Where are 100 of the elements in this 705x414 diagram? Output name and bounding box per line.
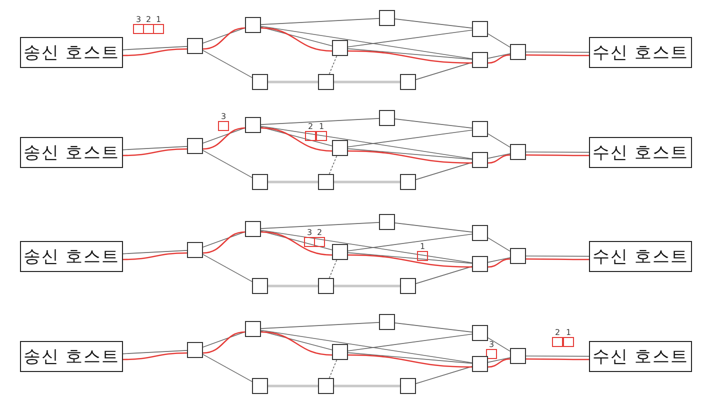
packet-route-line xyxy=(122,48,188,56)
router-box xyxy=(318,74,334,90)
packet-number: 3 xyxy=(220,112,226,121)
packet-route-line xyxy=(260,231,332,256)
router-box xyxy=(318,378,334,394)
network-link xyxy=(488,257,510,263)
packet-number: 2 xyxy=(308,122,314,131)
packet-route-line xyxy=(348,150,472,164)
network-link xyxy=(348,148,472,160)
network-link xyxy=(416,62,472,80)
host-box: 수신 호스트 xyxy=(589,137,692,168)
network-link xyxy=(260,330,472,364)
network-link xyxy=(334,284,400,288)
network-link xyxy=(348,30,472,48)
network-link xyxy=(202,128,246,144)
packet-number: 1 xyxy=(566,328,572,337)
network-link xyxy=(328,156,338,174)
network-link xyxy=(202,28,246,44)
network-link xyxy=(394,18,472,28)
network-link xyxy=(260,26,472,60)
router-box xyxy=(510,248,526,264)
packet-route-line xyxy=(488,54,510,64)
network-link xyxy=(202,232,246,248)
packet-number: 2 xyxy=(316,228,322,237)
router-box xyxy=(245,17,261,33)
router-box xyxy=(400,378,416,394)
network-link xyxy=(488,153,510,159)
router-box xyxy=(510,348,526,364)
router-box xyxy=(400,174,416,190)
host-box: 송신 호스트 xyxy=(20,137,123,168)
router-box xyxy=(510,44,526,60)
network-link xyxy=(202,254,252,282)
packet-route-line xyxy=(348,254,472,268)
packet-number: 1 xyxy=(420,242,426,251)
network-link xyxy=(260,230,472,264)
packet-route-line xyxy=(202,231,246,254)
network-link xyxy=(348,352,472,364)
network-link xyxy=(488,33,510,48)
router-box xyxy=(472,21,488,37)
network-link xyxy=(268,180,318,184)
network-link xyxy=(416,162,472,180)
packet-number: 3 xyxy=(136,15,142,24)
router-box xyxy=(379,110,395,126)
router-box xyxy=(400,74,416,90)
network-link xyxy=(260,26,332,46)
host-box: 수신 호스트 xyxy=(589,241,692,272)
network-link xyxy=(122,146,188,150)
router-box xyxy=(472,325,488,341)
router-box xyxy=(187,242,203,258)
packet-route-line xyxy=(202,27,246,50)
packet-number: 2 xyxy=(146,15,152,24)
network-link xyxy=(488,237,510,252)
packet-number: 3 xyxy=(488,340,494,349)
network-link xyxy=(122,350,188,354)
network-link xyxy=(488,133,510,148)
packet-route-line xyxy=(122,252,188,260)
router-box xyxy=(332,344,348,360)
packet-number: 2 xyxy=(554,328,560,337)
network-link xyxy=(334,180,400,184)
router-box xyxy=(187,342,203,358)
router-box xyxy=(187,138,203,154)
network-link xyxy=(260,330,332,350)
network-link xyxy=(416,266,472,284)
router-box xyxy=(332,40,348,56)
packet-route-line xyxy=(122,352,188,360)
router-box xyxy=(472,121,488,137)
network-link xyxy=(260,222,380,229)
packet-route-line xyxy=(260,127,332,152)
router-box xyxy=(252,278,268,294)
network-link xyxy=(488,337,510,352)
network-link xyxy=(260,126,332,146)
network-link xyxy=(268,80,318,84)
network-link xyxy=(122,46,188,50)
packet-route-line xyxy=(526,154,589,156)
packet-route-line xyxy=(202,331,246,354)
network-link xyxy=(526,52,590,53)
router-box xyxy=(472,52,488,68)
network-link xyxy=(334,384,400,388)
router-box xyxy=(472,225,488,241)
network-link xyxy=(202,150,252,178)
router-box xyxy=(252,174,268,190)
router-box xyxy=(332,244,348,260)
host-box: 송신 호스트 xyxy=(20,341,123,372)
network-link xyxy=(260,118,380,125)
packet-route-line xyxy=(526,258,589,260)
router-box xyxy=(245,321,261,337)
network-link xyxy=(394,322,472,332)
packet-number: 3 xyxy=(306,228,312,237)
network-link xyxy=(328,260,338,278)
packet-route-line xyxy=(202,127,246,150)
packet-route-line xyxy=(488,154,510,164)
network-link xyxy=(488,53,510,59)
router-box xyxy=(472,356,488,372)
network-link xyxy=(348,234,472,252)
packet-route-line xyxy=(488,258,510,268)
packet-route-line xyxy=(526,54,589,56)
router-box xyxy=(472,256,488,272)
router-box xyxy=(379,10,395,26)
network-link xyxy=(348,252,472,264)
packet-number: 1 xyxy=(156,15,162,24)
